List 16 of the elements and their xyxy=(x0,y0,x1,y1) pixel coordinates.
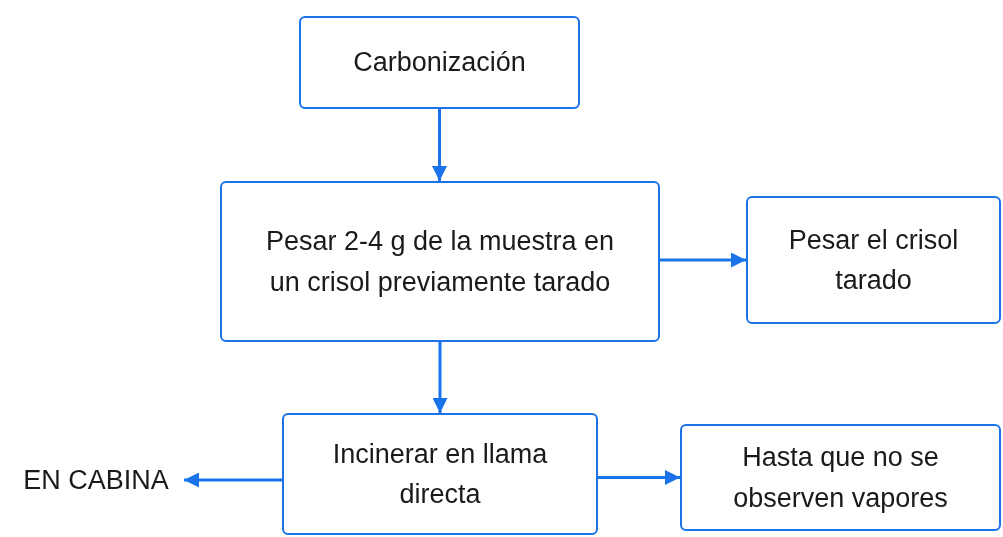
box-text: Incinerar en llama directa xyxy=(331,437,549,511)
process-box xyxy=(746,196,1001,324)
box-text: Pesar el crisol tarado xyxy=(787,223,960,297)
arrow xyxy=(184,472,282,488)
arrow xyxy=(598,470,680,485)
process-box xyxy=(220,181,660,342)
note-text: EN CABINA xyxy=(23,463,169,497)
box-text: Carbonización xyxy=(353,46,526,80)
box-text: Pesar 2-4 g de la muestra en un crisol previamente tarado xyxy=(264,225,616,299)
process-box xyxy=(299,16,580,109)
process-box xyxy=(680,424,1001,531)
arrow xyxy=(660,252,746,268)
process-box xyxy=(282,413,598,535)
arrow xyxy=(432,342,448,413)
box-text: Hasta que no se observen vapores xyxy=(732,441,949,515)
arrow xyxy=(432,109,447,181)
